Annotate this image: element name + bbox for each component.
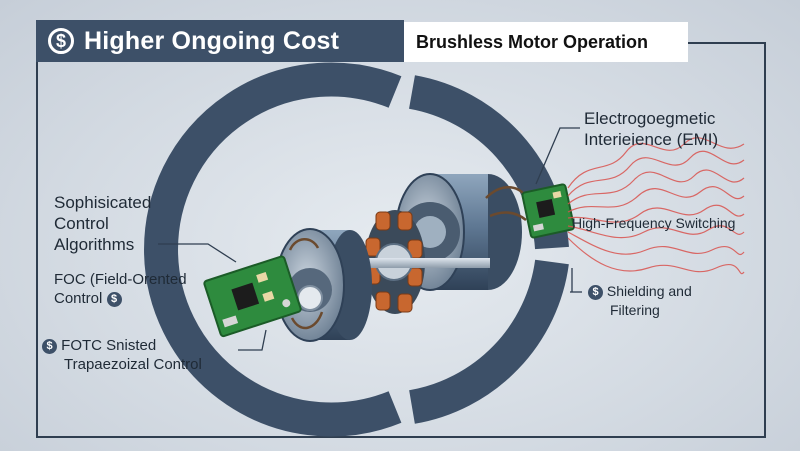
- shielding-line2: Filtering: [610, 302, 660, 318]
- dollar-coin-icon: $: [48, 28, 74, 54]
- hf-switching-text: High-Frequency Switching: [572, 215, 736, 231]
- emi-waves: [567, 137, 745, 275]
- frame-line-left: [36, 62, 38, 438]
- shielding-line1: Shielding and: [606, 283, 692, 299]
- frame-line-top: [688, 42, 766, 44]
- emi-label: Electrogoegmetic Interieience (EMI): [584, 108, 718, 150]
- dollar-icon: $: [42, 338, 57, 354]
- subtitle-box: Brushless Motor Operation: [404, 22, 688, 62]
- dollar-icon: $: [106, 291, 122, 307]
- foc-line1: FOC (Field-Orented: [54, 271, 187, 288]
- fotc-label: $ FOTC Snisted Trapaezoizal Control: [42, 336, 202, 374]
- subtitle: Brushless Motor Operation: [416, 31, 649, 52]
- title-bar: $ Higher Ongoing Cost: [36, 20, 404, 62]
- fotc-line2: Trapaezoizal Control: [64, 356, 202, 373]
- high-frequency-switching-label: High-Frequency Switching: [572, 214, 735, 233]
- frame-line-bottom: [36, 436, 766, 438]
- foc-line2: Control: [54, 290, 103, 307]
- pcb-left: [203, 255, 302, 338]
- emi-label-line1: Electrogoegmetic: [584, 109, 716, 128]
- fotc-line1: FOTC Snisted: [61, 337, 157, 354]
- algo-line1: Sophisicated: [54, 193, 152, 212]
- shielding-filtering-label: $ Shielding and Filtering: [588, 282, 692, 320]
- page-title: Higher Ongoing Cost: [84, 26, 340, 55]
- leader-lines: [158, 127, 582, 351]
- foc-label: FOC (Field-Orented Control $: [54, 270, 187, 308]
- control-algorithms-label: Sophisicated Control Algorithms: [54, 192, 151, 255]
- dollar-icon: $: [588, 284, 603, 300]
- pcb-right: [521, 183, 575, 239]
- frame-line-right: [764, 42, 766, 438]
- algo-line2: Control: [54, 214, 109, 233]
- algo-line3: Algorithms: [54, 235, 135, 254]
- emi-label-line2: Interieience (EMI): [584, 130, 719, 149]
